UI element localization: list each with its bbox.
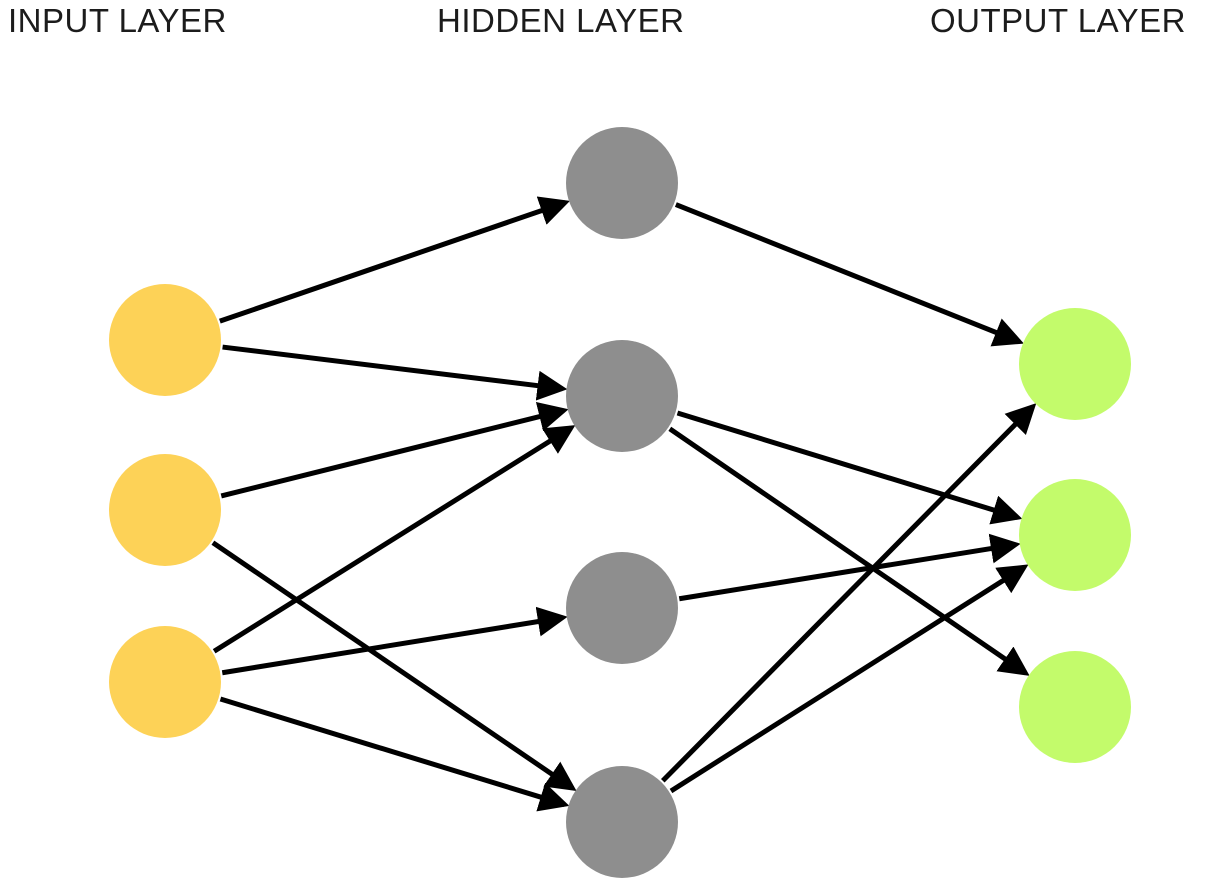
input-node-i3: [109, 626, 221, 738]
hidden-node-h3: [566, 552, 678, 664]
input-node-i2: [109, 454, 221, 566]
input-layer-label: INPUT LAYER: [8, 2, 227, 39]
edge-i2-h4: [211, 540, 577, 791]
edge-h4-o1: [661, 403, 1037, 783]
hidden-layer-label: HIDDEN LAYER: [437, 2, 685, 39]
edge-i3-h3: [221, 606, 568, 676]
edge-i2-h2: [220, 402, 569, 499]
output-layer-label: OUTPUT LAYER: [930, 2, 1186, 39]
hidden-node-h4: [566, 766, 678, 878]
nodes-group: [109, 127, 1131, 878]
hidden-node-h1: [566, 127, 678, 239]
hidden-node-h2: [566, 340, 678, 452]
output-node-o2: [1019, 479, 1131, 591]
output-node-o1: [1019, 308, 1131, 420]
edge-i1-h1: [219, 196, 570, 324]
edge-h2-o3: [668, 426, 1030, 676]
edge-h1-o1: [674, 202, 1024, 347]
edge-i3-h4: [219, 696, 570, 812]
edge-h2-o2: [676, 410, 1023, 525]
edge-i1-h2: [222, 344, 568, 401]
edge-i3-h2: [212, 425, 576, 654]
edge-h4-o2: [669, 564, 1029, 794]
edges-group: [211, 196, 1037, 812]
output-node-o3: [1019, 651, 1131, 763]
edge-h3-o2: [678, 533, 1021, 602]
input-node-i1: [109, 284, 221, 396]
